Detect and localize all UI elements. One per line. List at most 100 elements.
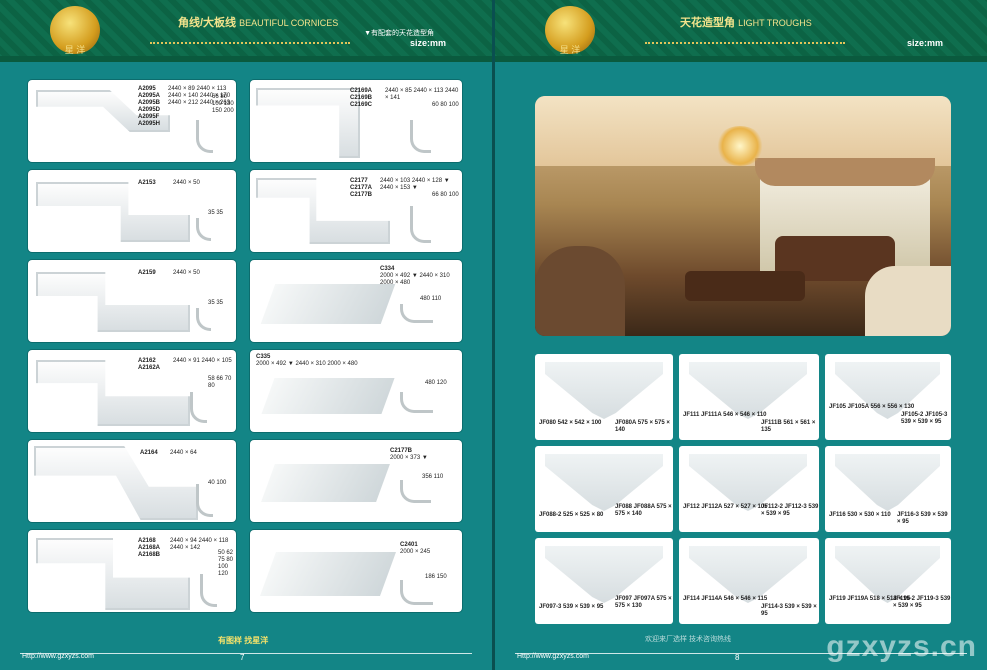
right-page-number: 8 <box>735 653 740 662</box>
profile-sizes: 480 110 <box>420 296 442 302</box>
corner-code: JF088-2 525 × 525 × 80 <box>539 512 604 518</box>
corner-card: JF080 542 × 542 × 100 JF080A 575 × 575 ×… <box>535 354 673 440</box>
left-page: 星 洋 角线/大板线 BEAUTIFUL CORNICES ▼有配套的天花造型角… <box>0 0 492 670</box>
profile-sizes: 58 66 70 80 <box>208 376 232 389</box>
cornice-card: A2095 A2095A A2095B A2095D A2095F A2095H… <box>28 80 236 162</box>
product-code: C334 <box>380 266 395 272</box>
brand-logo-icon: 星 洋 <box>545 6 595 55</box>
product-dims: 2440 × 50 <box>173 270 200 276</box>
cornice-card: A2153 2440 × 50 35 35 <box>28 170 236 252</box>
left-slogan: 有图样 找星洋 <box>218 636 269 645</box>
cornice-image <box>261 464 390 502</box>
corner-code-alt: JF105-2 JF105-3 539 × 539 × 95 <box>901 412 948 425</box>
corner-card: JF111 JF111A 546 × 546 × 110 JF111B 561 … <box>679 354 819 440</box>
right-url: Http://www.gzxyzs.com <box>517 653 589 660</box>
left-page-number: 7 <box>240 653 245 662</box>
product-code: A2159 <box>138 270 156 276</box>
cornice-card: C2177 C2177A C2177B 2440 × 103 2440 × 12… <box>250 170 462 252</box>
cornice-image <box>261 378 395 414</box>
cornice-image <box>260 284 396 324</box>
profile-sizes: 35 35 <box>208 300 224 306</box>
section-icon <box>196 218 211 241</box>
product-code: C2177 C2177A C2177B <box>350 178 373 198</box>
corner-image <box>835 454 940 511</box>
product-dims: 2000 × 373 ▼ <box>390 455 428 461</box>
interior-photo <box>535 96 951 336</box>
left-header: 星 洋 角线/大板线 BEAUTIFUL CORNICES ▼有配套的天花造型角… <box>0 0 492 62</box>
profile-sizes: 35 35 <box>208 210 224 216</box>
corner-code: JF116 530 × 530 × 110 <box>829 512 891 518</box>
cornice-image <box>259 552 397 596</box>
product-code: A2168 A2168A A2168B <box>138 538 161 558</box>
cornice-card: C2169A C2169B C2169C 2440 × 85 2440 × 11… <box>250 80 462 162</box>
product-code: A2095 A2095A A2095B A2095D A2095F A2095H <box>138 86 161 127</box>
product-code: A2153 <box>138 180 156 186</box>
left-title: 角线/大板线 BEAUTIFUL CORNICES <box>178 14 338 30</box>
product-code: C2169A C2169B C2169C <box>350 88 373 108</box>
product-code: A2162 A2162A <box>138 358 161 371</box>
product-dims: 2440 × 64 <box>170 450 197 456</box>
right-slogan: 欢迎来厂选样 技术咨询热线 <box>645 636 731 643</box>
section-icon <box>196 308 211 331</box>
cornice-card: C2401 2000 × 245 186 150 <box>250 530 462 612</box>
corner-code: JF097-3 539 × 539 × 95 <box>539 604 604 610</box>
brand-logo-icon: 星 洋 <box>50 6 100 55</box>
left-note: ▼有配套的天花造型角 <box>364 30 434 37</box>
left-title-en: BEAUTIFUL CORNICES <box>239 18 339 28</box>
section-icon <box>400 392 433 413</box>
cornice-image <box>36 182 190 242</box>
corner-card: JF119 JF119A 518 × 518 × 95 JF119-2 JF11… <box>825 538 951 624</box>
cornice-card: C334 2000 × 492 ▼ 2440 × 310 2000 × 480 … <box>250 260 462 342</box>
product-dims: 2440 × 94 2440 × 118 2440 × 142 <box>170 538 229 551</box>
profile-sizes: 50 62 75 80 100 120 <box>218 550 234 577</box>
right-page: 星 洋 天花造型角 LIGHT TROUGHS size:mm JF080 54… <box>495 0 987 670</box>
cornice-card: A2159 2440 × 50 35 35 <box>28 260 236 342</box>
section-icon <box>196 484 213 517</box>
corner-image <box>545 362 663 419</box>
right-title: 天花造型角 LIGHT TROUGHS <box>680 14 812 30</box>
corner-code-alt: JF114-3 539 × 539 × 95 <box>761 604 817 617</box>
cornice-card: A2162 A2162A 2440 × 91 2440 × 105 58 66 … <box>28 350 236 432</box>
corner-card: JF097-3 539 × 539 × 95 JF097 JF097A 575 … <box>535 538 673 624</box>
corner-code: JF114 JF114A 546 × 546 × 115 <box>683 596 768 602</box>
right-title-cn: 天花造型角 <box>680 17 735 29</box>
profile-sizes: 186 150 <box>425 574 447 580</box>
corner-code-alt: JF111B 561 × 561 × 135 <box>761 420 816 433</box>
left-size-label: size:mm <box>410 38 447 48</box>
vine-ornament-icon <box>645 32 845 44</box>
profile-sizes: 66 80 100 130 150 200 <box>212 94 234 114</box>
profile-sizes: 66 80 100 <box>432 192 459 198</box>
footer-line <box>20 653 472 654</box>
corner-code-alt: JF116-3 539 × 539 × 95 <box>897 512 948 525</box>
corner-code: JF111 JF111A 546 × 546 × 110 <box>683 412 767 418</box>
corner-code-alt: JF097 JF097A 575 × 575 × 130 <box>615 596 672 609</box>
corner-card: JF105 JF105A 556 × 556 × 130 JF105-2 JF1… <box>825 354 951 440</box>
cornice-image <box>36 272 190 332</box>
cornice-image <box>36 538 190 610</box>
cornice-card: A2168 A2168A A2168B 2440 × 94 2440 × 118… <box>28 530 236 612</box>
profile-sizes: 40 100 <box>208 480 227 486</box>
section-icon <box>400 480 431 503</box>
right-title-en: LIGHT TROUGHS <box>738 18 812 28</box>
cornice-image <box>36 360 190 426</box>
product-dims: 2440 × 85 2440 × 113 2440 × 141 <box>385 88 459 101</box>
corner-card: JF112 JF112A 527 × 527 × 105 JF112-2 JF1… <box>679 446 819 532</box>
cornice-card: C335 2000 × 492 ▼ 2440 × 310 2000 × 480 … <box>250 350 462 432</box>
cornice-card: C2177B 2000 × 373 ▼ 356 110 <box>250 440 462 522</box>
right-header: 星 洋 天花造型角 LIGHT TROUGHS size:mm <box>495 0 987 62</box>
left-url: Http://www.gzxyzs.com <box>22 653 94 660</box>
cornice-image <box>256 88 360 158</box>
product-code: C2401 <box>400 542 418 548</box>
product-code: C2177B <box>390 448 413 454</box>
left-title-cn: 角线/大板线 <box>178 17 237 29</box>
product-dims: 2440 × 50 <box>173 180 200 186</box>
corner-card: JF088-2 525 × 525 × 80 JF088 JF088A 575 … <box>535 446 673 532</box>
section-icon <box>196 120 213 153</box>
corner-code: JF119 JF119A 518 × 518 × 95 <box>829 596 911 602</box>
product-dims: 2000 × 245 <box>400 549 431 555</box>
section-icon <box>200 574 217 607</box>
corner-code: JF080 542 × 542 × 100 <box>539 420 602 426</box>
corner-code: JF105 JF105A 556 × 556 × 130 <box>829 404 915 410</box>
right-size-label: size:mm <box>907 38 944 48</box>
